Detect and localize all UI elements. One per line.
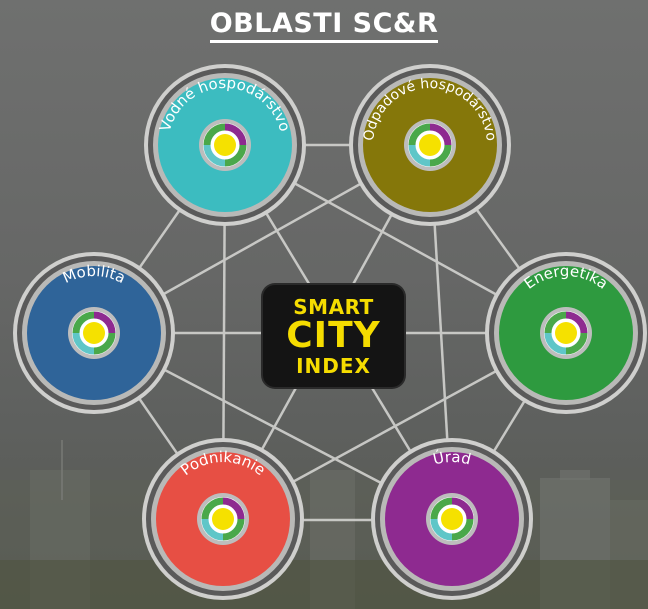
progress-ring-icon [426, 493, 478, 545]
progress-ring-icon [68, 307, 120, 359]
progress-ring-icon [540, 307, 592, 359]
area-node-water[interactable]: Vodné hospodárstvo [143, 63, 307, 227]
page-title: OBLASTI SC&R [0, 8, 648, 43]
progress-ring-icon [199, 119, 251, 171]
progress-ring-icon [404, 119, 456, 171]
area-node-energy[interactable]: Energetika [484, 251, 648, 415]
area-node-mobility[interactable]: Mobilita [12, 251, 176, 415]
logo-line-smart: SMART [293, 294, 374, 319]
area-node-waste[interactable]: Odpadové hospodárstvo [348, 63, 512, 227]
area-node-office[interactable]: Úrad [370, 437, 534, 601]
smart-city-index-logo: SMART CITY INDEX [263, 285, 404, 387]
area-node-business[interactable]: Podnikanie [141, 437, 305, 601]
logo-line-index: INDEX [296, 353, 371, 378]
logo-line-city: CITY [286, 314, 381, 356]
area-label: Úrad [431, 448, 473, 469]
progress-ring-icon [197, 493, 249, 545]
